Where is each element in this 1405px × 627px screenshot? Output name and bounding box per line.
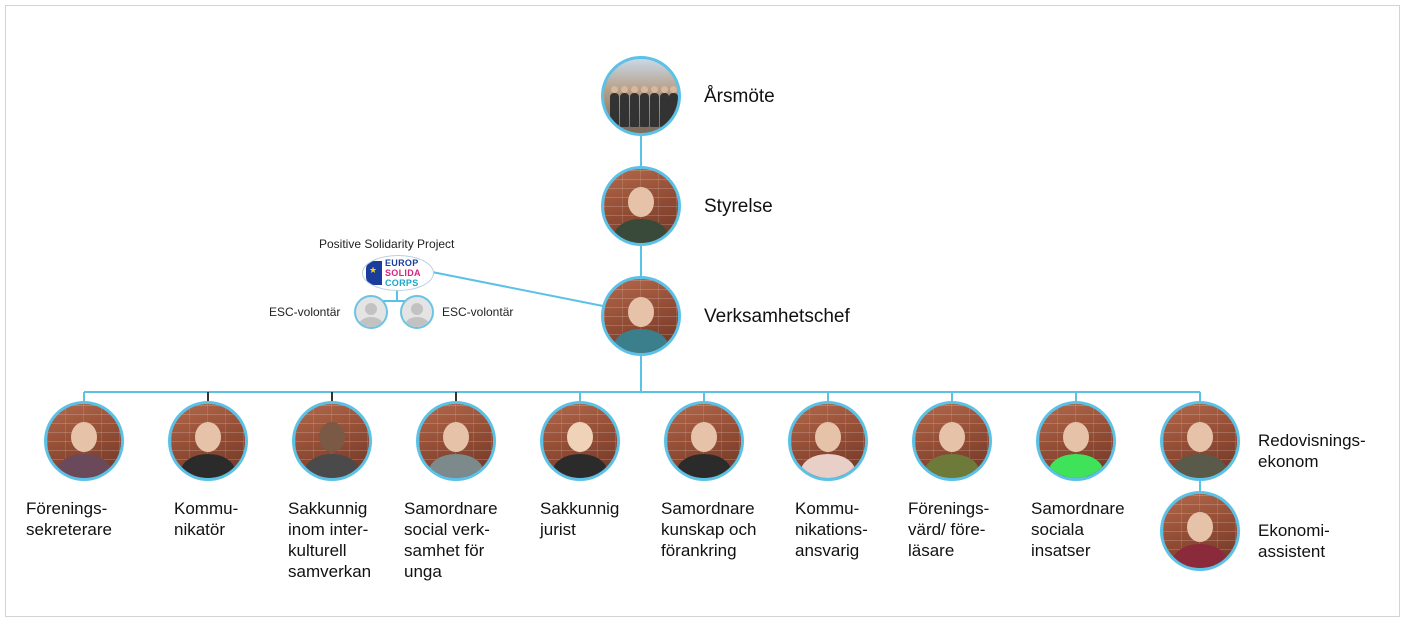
finance-label-accountant: Redovisnings- ekonom [1258,431,1366,471]
board-photo [601,166,681,246]
agm-group-photo [601,56,681,136]
esc-volunteer-label-right: ESC-volontär [442,305,514,319]
staff-label-host-lecturer: Förenings- värd/ före- läsare [908,499,990,560]
director-label: Verksamhetschef [704,306,850,327]
staff-photo-communications-manager [788,401,868,481]
staff-label-social-coordinator: Samordnare sociala insatser [1031,499,1125,560]
org-chart: Årsmöte Styrelse Verksamhetschef Positiv… [5,5,1400,617]
staff-label-communications-manager: Kommu- nikations- ansvarig [795,499,868,560]
staff-photo-association-secretary [44,401,124,481]
esc-logo-line-2: SOLIDA [385,268,421,278]
board-label: Styrelse [704,196,773,217]
finance-photo-assistant [1160,491,1240,571]
staff-label-intercultural-expert: Sakkunnig inom inter- kulturell samverka… [288,499,372,581]
staff-photo-youth-coordinator [416,401,496,481]
staff-photo-intercultural-expert [292,401,372,481]
staff-photo-host-lecturer [912,401,992,481]
european-solidarity-corps-logo: EUROP SOLIDA CORPS [362,255,434,291]
finance-photo-accountant [1160,401,1240,481]
staff-photo-legal-expert [540,401,620,481]
esc-project-label: Positive Solidarity Project [319,237,455,251]
staff-photo-social-coordinator [1036,401,1116,481]
connector-esc-director [431,271,604,307]
connector-layer [83,136,1201,491]
staff-photo-knowledge-coordinator [664,401,744,481]
staff-label-knowledge-coordinator: Samordnare kunskap och förankring [661,499,757,560]
user-placeholder-icon [400,295,434,329]
esc-logo-line-1: EUROP [385,258,419,268]
esc-logo-line-3: CORPS [385,278,419,288]
staff-label-association-secretary: Förenings- sekreterare [26,499,112,539]
esc-volunteer-label-left: ESC-volontär [269,305,341,319]
agm-label: Årsmöte [704,86,775,107]
staff-photo-communicator [168,401,248,481]
staff-label-communicator: Kommu- nikatör [174,499,239,539]
director-photo [601,276,681,356]
user-placeholder-icon [354,295,388,329]
staff-label-youth-coordinator: Samordnare social verk- samhet för unga [404,499,498,581]
finance-label-assistant: Ekonomi- assistent [1258,521,1330,561]
staff-label-legal-expert: Sakkunnig jurist [540,499,620,539]
